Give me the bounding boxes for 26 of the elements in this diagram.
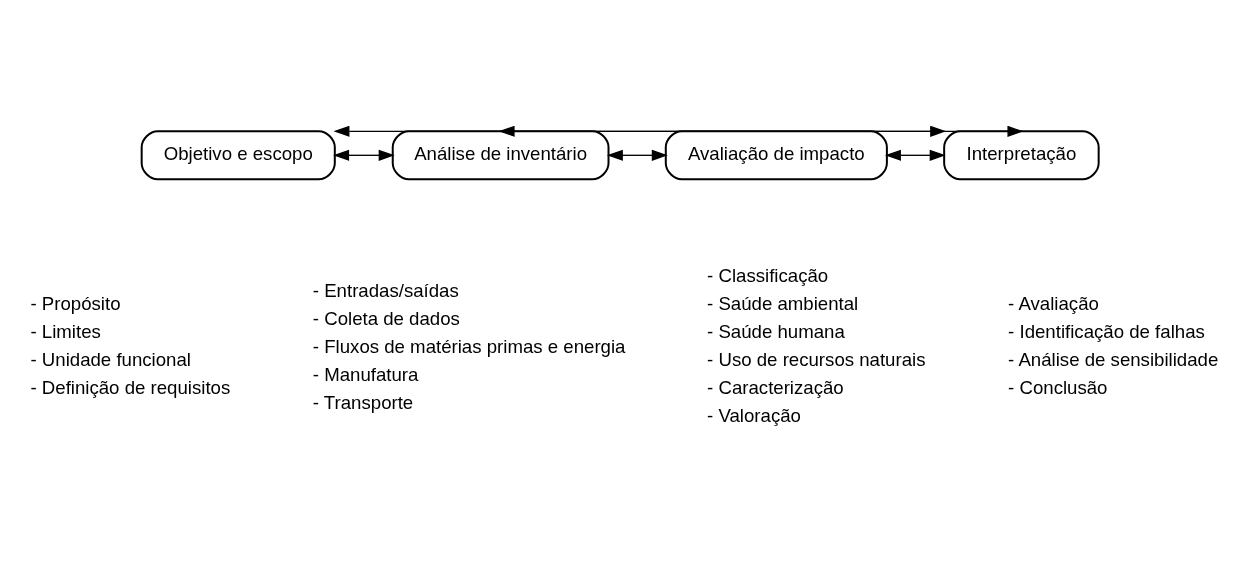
label: - Entradas/saídas (312, 279, 459, 301)
arrow (333, 149, 395, 161)
label: - Unidade funcional (30, 349, 191, 371)
label: - Coleta de dados (312, 307, 460, 329)
label: - Conclusão (1008, 376, 1108, 398)
label: - Uso de recursos naturais (707, 349, 926, 371)
label: - Propósito (30, 293, 121, 315)
label: - Saúde humana (707, 321, 845, 343)
label: - Caracterização (707, 376, 844, 398)
label: - Saúde ambiental (707, 293, 859, 315)
label: - Fluxos de matérias primas e energia (312, 335, 626, 357)
label: - Identificação de falhas (1008, 321, 1205, 343)
label: - Valoração (707, 404, 801, 426)
label: - Limites (30, 321, 101, 343)
label: - Classificação (707, 265, 829, 287)
node-box: Análise de inventário (391, 130, 610, 181)
arrow (884, 149, 946, 161)
node-box: Interpretação (943, 130, 1100, 181)
node-box: Objetivo e escopo (140, 130, 336, 181)
label: - Manufatura (312, 363, 419, 385)
node-box: Avaliação de impacto (664, 130, 888, 181)
label: - Avaliação (1008, 293, 1099, 315)
label: - Análise de sensibilidade (1008, 349, 1219, 371)
arrow (606, 149, 668, 161)
label: - Definição de requisitos (30, 376, 231, 398)
label: - Transporte (312, 391, 414, 413)
